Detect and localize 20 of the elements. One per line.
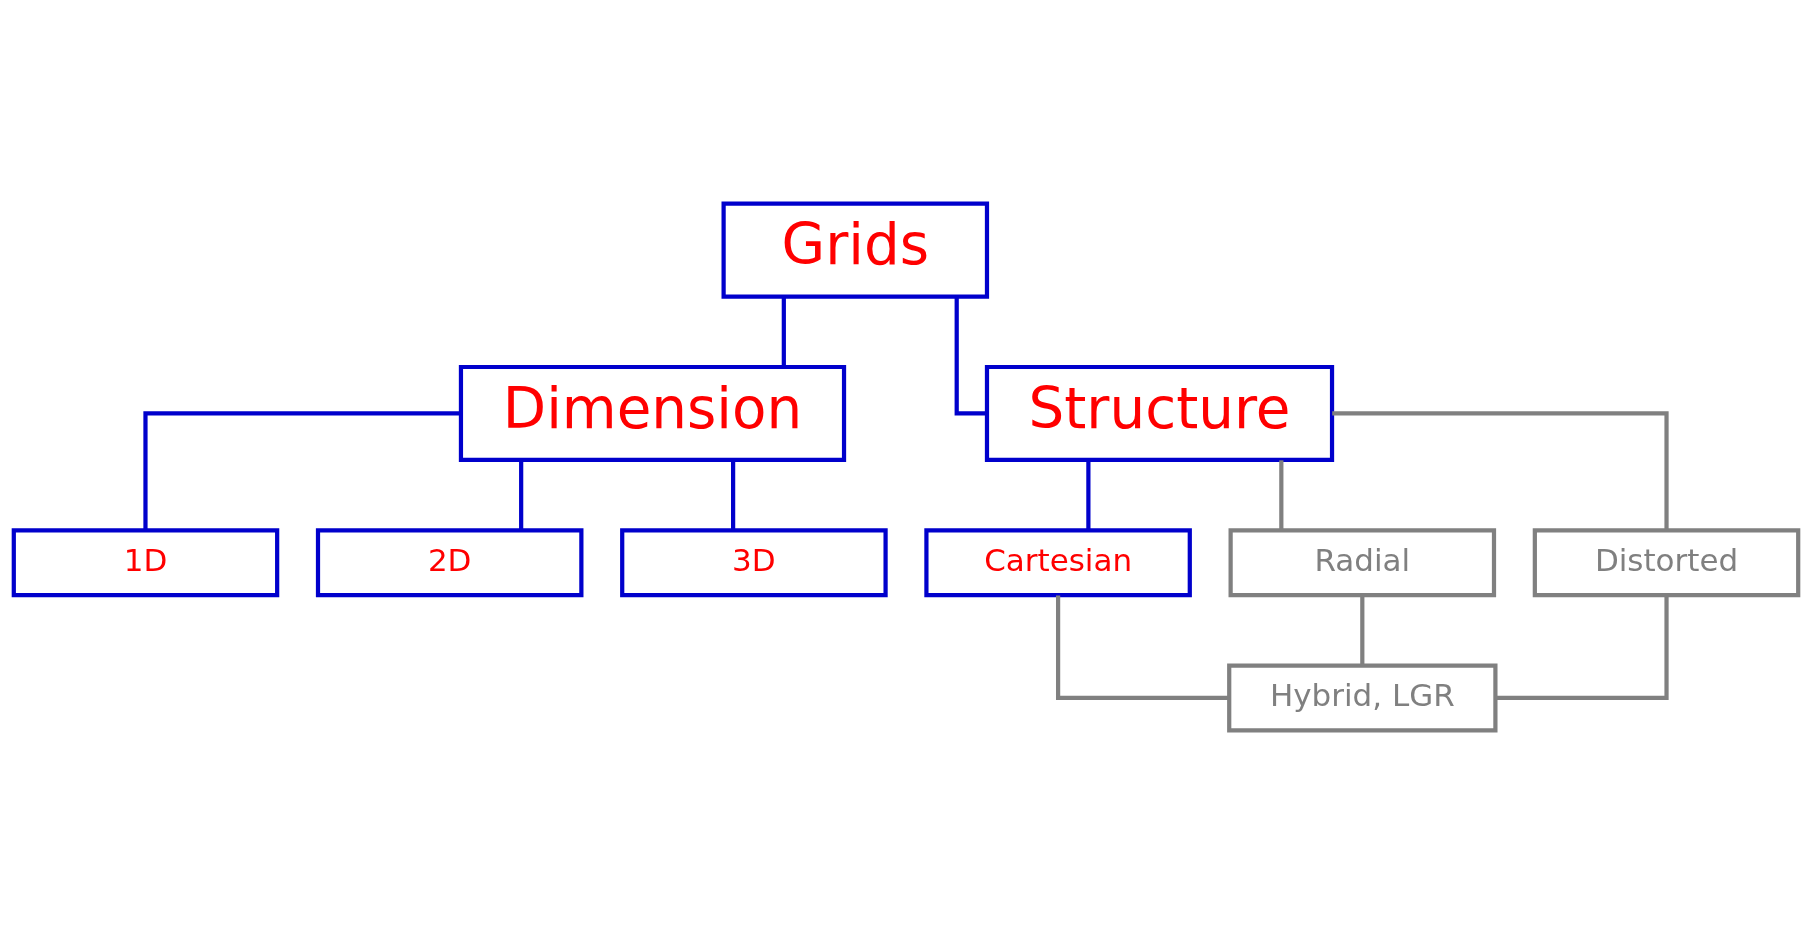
connector	[519, 459, 524, 530]
connector	[1495, 595, 1669, 700]
connector	[731, 459, 736, 530]
connector	[1332, 410, 1669, 530]
node-box: Radial	[1228, 527, 1497, 597]
connector	[143, 410, 461, 530]
node-box: 1D	[11, 527, 280, 597]
connector	[1086, 459, 1091, 530]
node-box: Dimension	[458, 364, 847, 462]
connector	[1279, 459, 1284, 530]
node-box: Structure	[984, 364, 1335, 462]
node-box: Cartesian	[924, 527, 1192, 597]
node-box: 3D	[620, 527, 888, 597]
node-box: 2D	[315, 527, 584, 597]
node-box: Hybrid, LGR	[1227, 662, 1498, 732]
node-box: Grids	[721, 201, 990, 299]
node-box: Distorted	[1532, 527, 1801, 597]
connector	[1056, 595, 1229, 700]
connector	[781, 296, 786, 367]
connector	[1360, 595, 1365, 666]
